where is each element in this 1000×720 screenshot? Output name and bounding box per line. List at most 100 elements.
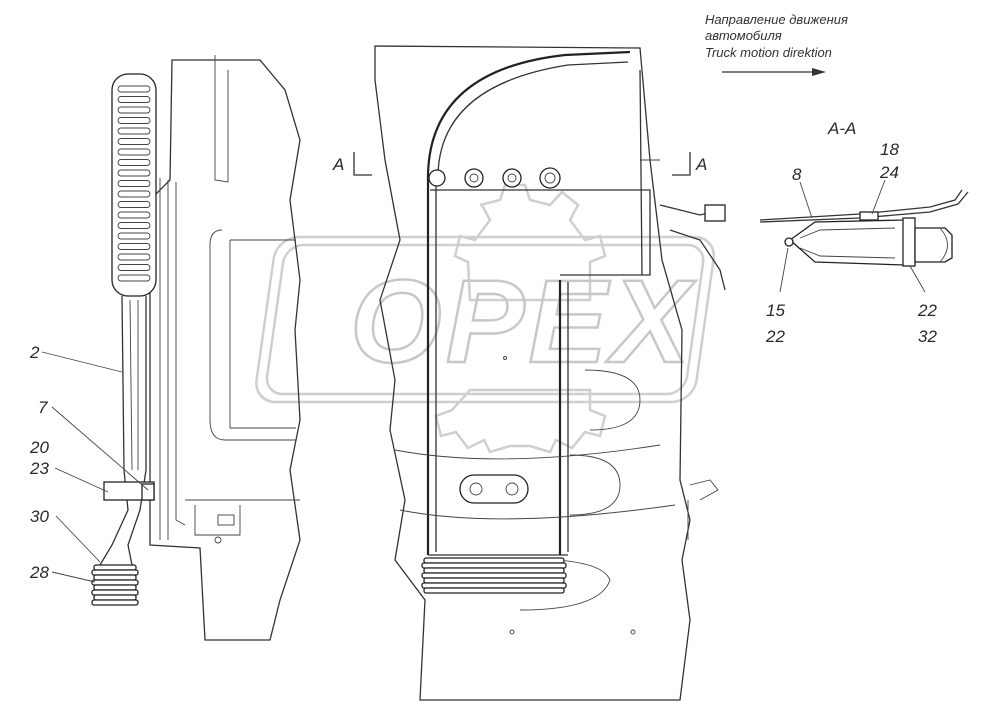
grip-rib xyxy=(117,264,151,271)
leader-24 xyxy=(871,179,886,215)
lever-frame-arc-inner xyxy=(437,61,629,176)
grip-rib xyxy=(117,106,151,114)
bolt-3-core xyxy=(507,173,517,183)
grip-rib xyxy=(117,138,151,145)
bolt-3 xyxy=(502,168,522,188)
lever-grip xyxy=(111,73,157,297)
grip-rib xyxy=(117,117,151,124)
watermark: OPEX xyxy=(255,183,716,454)
cab-window-recess-2 xyxy=(229,239,296,429)
leader-28 xyxy=(51,571,96,583)
boot-fold xyxy=(423,577,565,584)
cab-pillar xyxy=(159,178,186,540)
leader-7 xyxy=(51,406,149,491)
grip-rib xyxy=(117,243,151,250)
watermark-gear-lower xyxy=(434,388,607,454)
section-mark-right xyxy=(672,152,691,176)
callout-8: 8 xyxy=(792,165,802,184)
leader-2 xyxy=(41,351,123,373)
grip-rib xyxy=(117,211,151,219)
callout-24: 24 xyxy=(879,163,899,182)
grip-rib xyxy=(117,253,151,261)
boot-fold xyxy=(91,599,139,606)
bolt-4 xyxy=(539,167,561,189)
callout-7: 7 xyxy=(38,398,48,417)
lever-frame-arc xyxy=(426,50,631,176)
section-flange xyxy=(902,217,916,267)
panel-outline xyxy=(374,45,691,701)
leader-15 xyxy=(779,247,789,293)
callouts: 2 7 20 23 30 28 8 18 24 15 22 22 32 xyxy=(29,140,937,582)
callout-23: 23 xyxy=(29,459,49,478)
callout-22-right: 22 xyxy=(917,301,937,320)
grip-rib xyxy=(117,169,151,177)
grip-rib xyxy=(117,190,151,198)
cab-bottom xyxy=(185,499,300,536)
mount-bracket xyxy=(430,69,651,276)
section-panel xyxy=(759,189,963,221)
grip-rib xyxy=(117,127,151,135)
boot-fold xyxy=(423,557,565,564)
grip-rib xyxy=(117,85,151,93)
lever-boot xyxy=(91,564,139,606)
mount-plate-hole-1 xyxy=(469,482,483,496)
section-boot-inner xyxy=(799,227,896,259)
cab-side-inner xyxy=(214,55,229,183)
cab-side-outline xyxy=(149,59,301,641)
leader-8 xyxy=(799,181,813,219)
leader-23 xyxy=(54,467,109,493)
grip-rib xyxy=(117,232,151,240)
section-tube xyxy=(914,227,953,263)
panel-seam xyxy=(394,444,661,460)
boot-fold xyxy=(423,567,565,574)
watermark-frame-outer xyxy=(255,235,716,404)
frame-boot xyxy=(421,557,567,594)
cab-window-recess xyxy=(209,229,296,441)
panel-rib-1 xyxy=(584,369,641,431)
boot-fold xyxy=(423,587,565,594)
section-panel-2 xyxy=(759,191,969,223)
boot-fold xyxy=(93,564,137,571)
linkage-block xyxy=(704,204,726,222)
section-mark-left-letter: A xyxy=(332,155,344,174)
linkage-hose xyxy=(687,479,719,540)
grip-rib xyxy=(117,96,151,103)
bolt-4-core xyxy=(544,172,556,184)
grip-rib xyxy=(117,148,151,156)
boot-fold xyxy=(421,562,567,569)
grip-rib xyxy=(117,180,151,187)
centre-view: A A xyxy=(332,45,726,701)
boot-fold xyxy=(91,579,139,586)
grip-rib xyxy=(117,201,151,208)
boot-fold xyxy=(421,582,567,589)
boot-fold xyxy=(91,589,139,596)
bolt-2 xyxy=(464,168,484,188)
leader-30 xyxy=(55,515,101,563)
callout-2: 2 xyxy=(29,343,40,362)
grip-rib xyxy=(117,159,151,166)
watermark-frame-inner xyxy=(265,243,705,396)
lever-shaft xyxy=(99,295,147,566)
direction-note-line2: автомобиля xyxy=(705,28,782,43)
cab-bolt xyxy=(214,536,222,544)
boot-fold xyxy=(91,569,139,576)
callout-28: 28 xyxy=(29,563,49,582)
section-tube-end xyxy=(939,227,948,263)
callout-22-left: 22 xyxy=(765,327,785,346)
callout-30: 30 xyxy=(30,507,49,526)
watermark-text: OPEX xyxy=(350,256,696,388)
cab-bracket xyxy=(217,514,235,526)
boot-fold xyxy=(93,594,137,601)
panel-rib-2 xyxy=(569,454,621,516)
bolt-2-core xyxy=(469,173,479,183)
section-title: A-A xyxy=(827,119,856,138)
direction-note: Направление движения автомобиля Truck mo… xyxy=(705,12,848,76)
section-mark-right-letter: A xyxy=(695,155,707,174)
leader-22b xyxy=(909,265,926,293)
mount-plate-hole-2 xyxy=(505,482,519,496)
grip-rib xyxy=(117,274,151,282)
boot-fold xyxy=(93,584,137,591)
callout-20: 20 xyxy=(29,438,49,457)
